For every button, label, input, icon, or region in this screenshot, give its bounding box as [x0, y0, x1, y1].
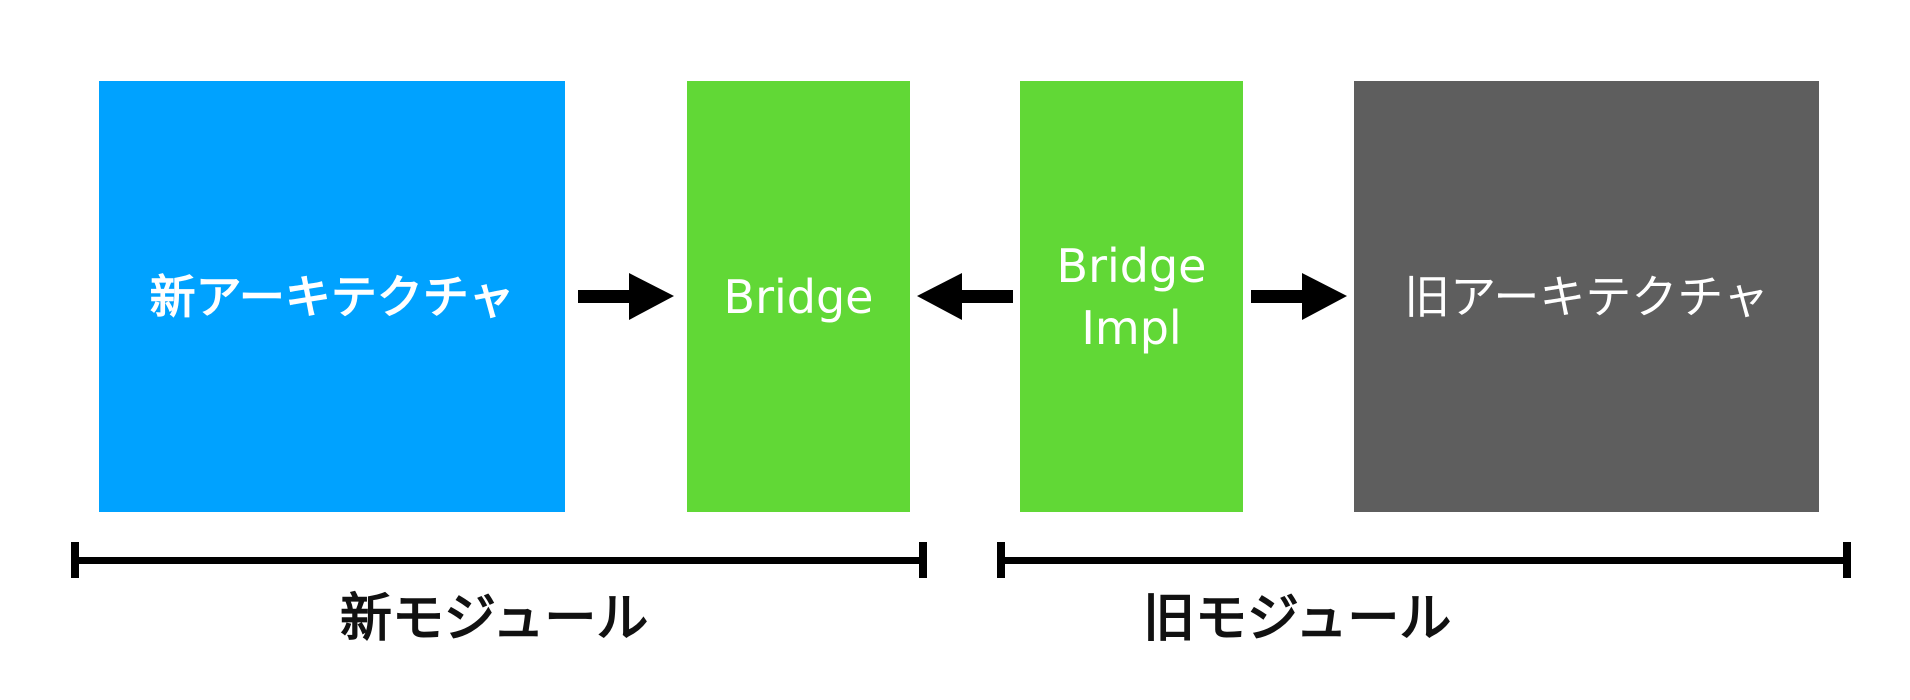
new-module-label: 新モジュール [340, 589, 649, 649]
bridge-impl-label-line2: Impl [1081, 300, 1182, 355]
old-module-label: 旧モジュール [1143, 589, 1452, 649]
arrow-new-to-bridge [578, 273, 674, 320]
arrow-impl-to-bridge [917, 273, 1013, 320]
bridge-impl-box: Bridge Impl [1020, 81, 1243, 512]
old-architecture-box: 旧アーキテクチャ [1354, 81, 1819, 512]
bridge-label: Bridge [723, 269, 874, 324]
bridge-box: Bridge [687, 81, 910, 512]
old-module-bracket [997, 542, 1851, 578]
old-architecture-label: 旧アーキテクチャ [1404, 269, 1769, 324]
arrow-impl-to-old [1251, 273, 1347, 320]
new-architecture-label: 新アーキテクチャ [149, 269, 515, 324]
new-module-bracket [71, 542, 927, 578]
bridge-impl-label-line1: Bridge [1056, 238, 1207, 293]
new-architecture-box: 新アーキテクチャ [99, 81, 565, 512]
